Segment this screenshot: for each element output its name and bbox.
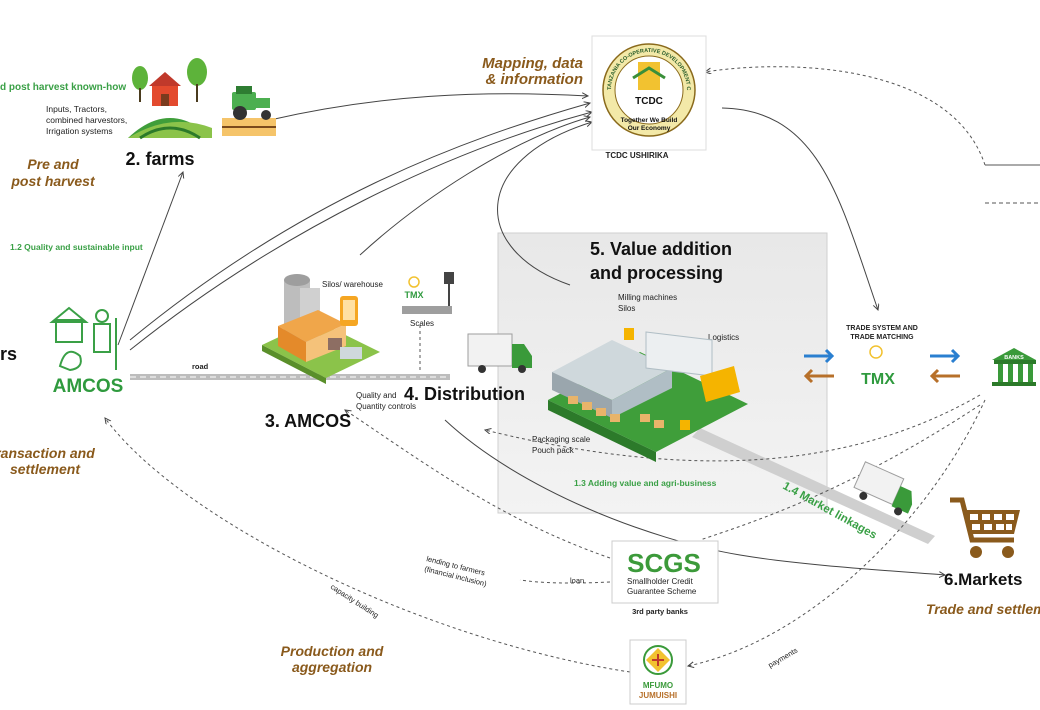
heading-transaction-line2: settlement	[10, 461, 81, 477]
bank-icon: BANKS	[992, 348, 1036, 386]
mfumo-line1: MFUMO	[643, 681, 673, 690]
distribution-truck-icon	[467, 333, 532, 373]
tmx-logo: TMX	[861, 345, 895, 388]
farms-knowhow: d post harvest known-how	[0, 82, 126, 93]
scgs-caption: 3rd party banks	[632, 607, 688, 616]
phone-icon	[340, 296, 358, 326]
heading-pre-post-line1: Pre and	[27, 156, 79, 172]
exchange-arrows-left	[803, 348, 835, 384]
processing-plant-illustration	[548, 328, 748, 462]
farms-inputs-line1: Inputs, Tractors,	[46, 104, 107, 114]
amcos-left-logo: AMCOS	[53, 376, 124, 397]
tcdc-logo-name: TCDC	[635, 96, 663, 107]
heading-production-line1: Production and	[281, 643, 384, 659]
amcos-warehouse-illustration	[262, 274, 380, 384]
market-truck-icon	[853, 461, 913, 516]
tmx-scale-icon: TMX	[402, 272, 454, 314]
flow-label-loan: loan	[570, 576, 584, 585]
farms-inputs-line2: combined harvestors,	[46, 115, 127, 125]
heading-transaction-line1: ransaction and	[0, 445, 95, 461]
value-addition-title-line2: and processing	[590, 263, 723, 283]
tcdc-ring-text: TANZANIA CO-OPERATIVE DEVELOPMENT COMMIS…	[0, 0, 691, 91]
amcos-left-cut-label: rs	[0, 344, 17, 364]
mfumo-logo: MFUMO JUMUISHI	[629, 639, 687, 705]
heading-production-line2: aggregation	[292, 659, 372, 675]
flow-lines	[105, 66, 986, 673]
mfumo-line2: JUMUISHI	[639, 691, 677, 700]
scgs-subtitle-line1: Smallholder Credit	[627, 577, 694, 586]
tcdc-slogan-line1: Together We Build	[621, 117, 678, 124]
scgs-logo-text: SCGS	[627, 548, 701, 578]
flow-label-capacity: capacity building	[329, 582, 380, 620]
road	[130, 374, 935, 544]
flow-label-quality-input: 1.2 Quality and sustainable input	[10, 242, 143, 252]
road-label: road	[192, 362, 209, 371]
heading-mapping-line2: & information	[486, 71, 584, 88]
amcos-quality-line1: Quality and	[356, 391, 396, 400]
amcos-quality-line2: Quantity controls	[356, 402, 416, 411]
bank-label: BANKS	[1004, 355, 1024, 361]
svg-text:TANZANIA CO-OPERATIVE DEVELOPM: TANZANIA CO-OPERATIVE DEVELOPMENT COMMIS…	[0, 0, 691, 91]
value-addition-title-line1: 5. Value addition	[590, 239, 732, 259]
markets-title: 6.Markets	[944, 570, 1022, 589]
amcos-silos-label: Silos/ warehouse	[322, 280, 383, 289]
tmx-small-logo: TMX	[405, 290, 424, 300]
amcos-center-title: 3. AMCOS	[265, 411, 351, 431]
heading-mapping-line1: Mapping, data	[482, 55, 583, 72]
amcos-farmer-icon	[49, 306, 117, 372]
packaging-line2: Pouch pack	[532, 446, 575, 455]
scgs-subtitle-line2: Guarantee Scheme	[627, 587, 697, 596]
logistics-label: Logistics	[708, 333, 739, 342]
milling-line2: Silos	[618, 304, 635, 313]
heading-pre-post-line2: post harvest	[10, 173, 96, 189]
farms-title: 2. farms	[125, 149, 194, 169]
scgs-logo: SCGS Smallholder Credit Guarantee Scheme	[611, 540, 719, 604]
cart-icon	[950, 497, 1020, 558]
tractor-icon	[222, 86, 276, 136]
tcdc-caption: TCDC USHIRIKA	[605, 151, 668, 160]
tmx-caption-line2: TRADE MATCHING	[850, 334, 914, 341]
tmx-logo-text: TMX	[861, 371, 895, 388]
tmx-caption-line1: TRADE SYSTEM AND	[846, 325, 918, 332]
heading-trade: Trade and settlem	[926, 601, 1040, 617]
amcos-scales-label: Scales	[410, 319, 434, 328]
tcdc-slogan-line2: Our Economy	[628, 125, 671, 132]
distribution-title: 4. Distribution	[404, 384, 525, 404]
milling-line1: Milling machines	[618, 293, 677, 302]
flow-label-adding-value: 1.3 Adding value and agri-business	[574, 478, 717, 488]
flow-label-payments: payments	[767, 646, 800, 670]
farms-inputs-line3: Irrigation systems	[46, 126, 113, 136]
exchange-arrows-right	[929, 348, 961, 384]
farm-illustration	[128, 58, 212, 140]
packaging-line1: Packaging scale	[532, 435, 591, 444]
